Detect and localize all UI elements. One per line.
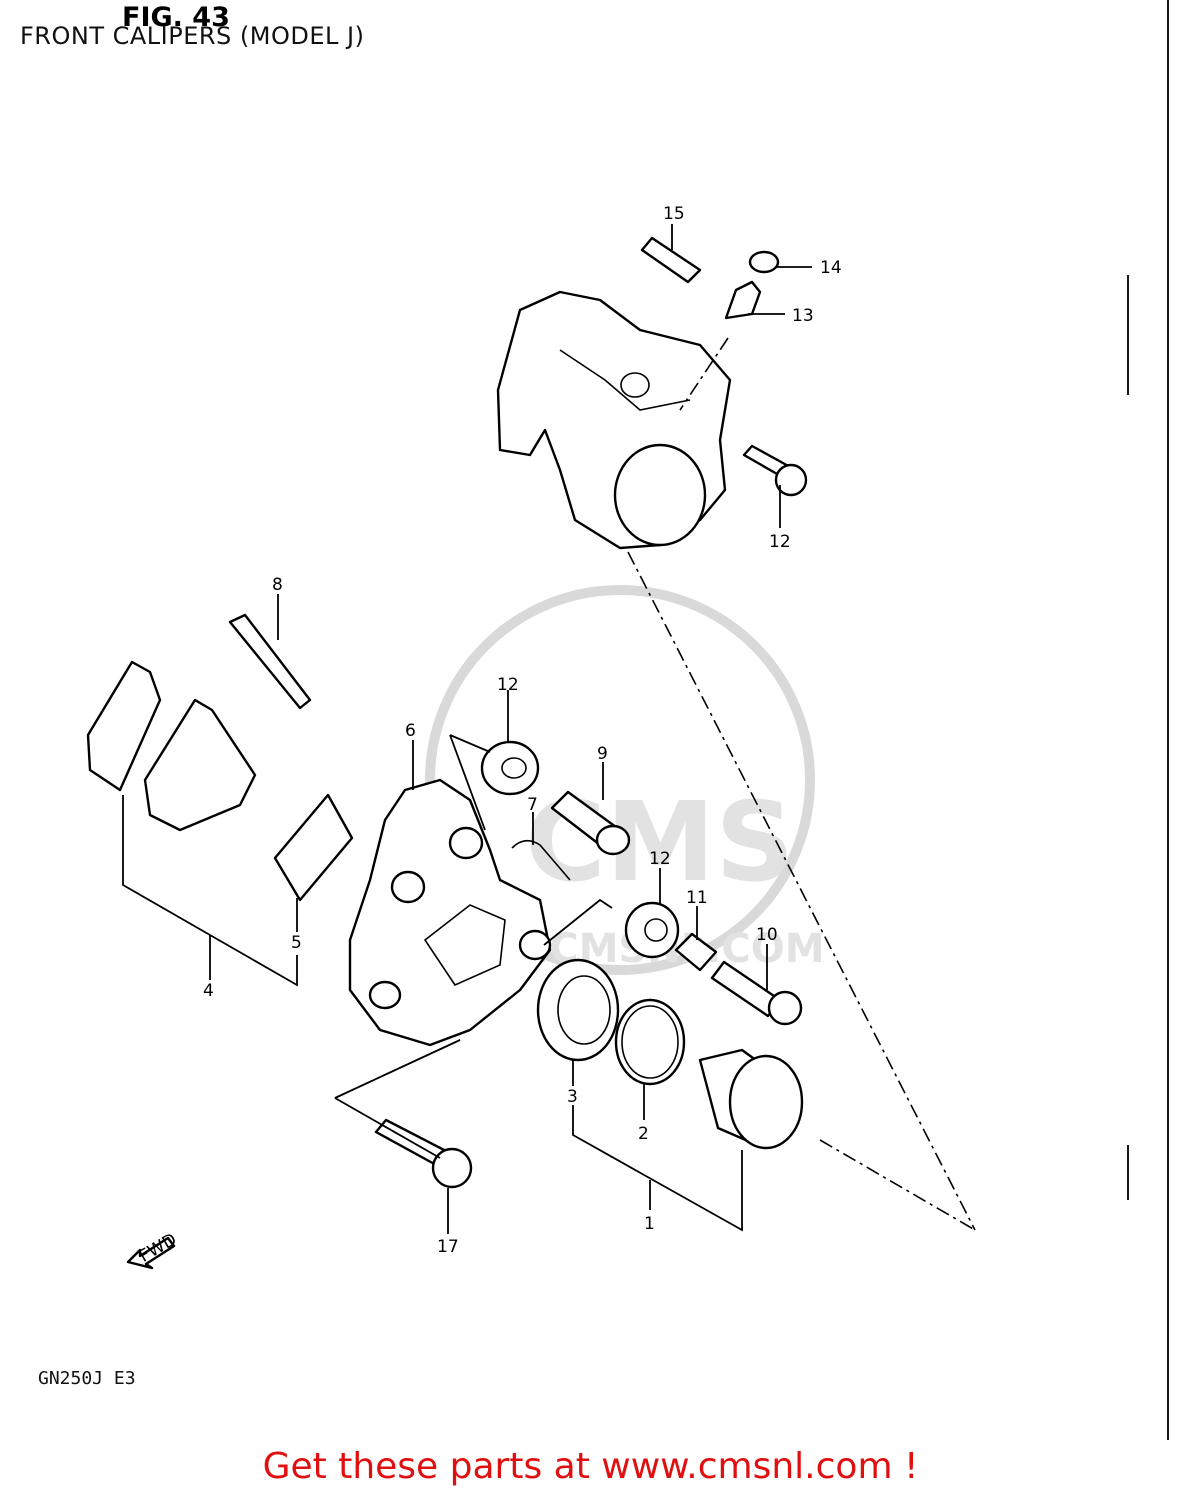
callout-7: 7 xyxy=(527,795,538,815)
caliper-body-upper xyxy=(496,290,732,550)
callout-5: 5 xyxy=(291,933,302,953)
bleeder-valve xyxy=(724,280,762,320)
callout-16: 15 xyxy=(663,204,685,224)
dust-boot-upper xyxy=(480,740,540,796)
bleeder-cap xyxy=(748,250,780,274)
dust-boot-lower xyxy=(624,901,680,959)
pad-spring-lower xyxy=(228,613,312,710)
brake-pad-outer xyxy=(86,660,162,792)
page-title: FRONT CALIPERS (MODEL J) xyxy=(20,22,365,50)
piston xyxy=(698,1048,804,1150)
slide-pin-upper xyxy=(550,790,631,856)
callout-14: 13 xyxy=(792,306,814,326)
dust-seal xyxy=(614,998,686,1086)
callout-17: 17 xyxy=(437,1237,459,1257)
callout-2: 2 xyxy=(638,1124,649,1144)
pad-shim xyxy=(273,793,354,902)
callout-8: 8 xyxy=(272,575,283,595)
callout-13: 12 xyxy=(769,532,791,552)
assembly-line xyxy=(627,551,976,1231)
assembly-line xyxy=(819,1139,976,1231)
callout-10: 10 xyxy=(756,925,778,945)
pad-spring-upper xyxy=(640,236,702,284)
callout-11: 11 xyxy=(686,888,708,908)
fwd-label: FWD xyxy=(136,1230,180,1267)
figure-label: FIG. 43 xyxy=(122,2,230,33)
caliper-bolt-upper xyxy=(742,444,808,497)
callout-9: 9 xyxy=(597,744,608,764)
callout-12b: 12 xyxy=(649,849,671,869)
callout-4: 4 xyxy=(203,981,214,1001)
piston-seal xyxy=(536,958,620,1062)
forward-arrow-icon: FWD xyxy=(126,1230,180,1270)
model-code: GN250J E3 xyxy=(38,1368,136,1389)
brake-pad-inner xyxy=(143,698,257,832)
leader-lines xyxy=(122,224,812,1234)
sleeve xyxy=(674,932,718,972)
callout-6: 6 xyxy=(405,721,416,741)
callout-1: 1 xyxy=(644,1214,655,1234)
callout-3: 3 xyxy=(567,1087,578,1107)
caliper-bracket xyxy=(348,778,552,1047)
footer-link[interactable]: Get these parts at www.cmsnl.com ! xyxy=(262,1446,919,1487)
callout-15: 14 xyxy=(820,258,842,278)
retaining-clip xyxy=(511,839,571,881)
slide-pin-lower xyxy=(710,960,803,1026)
callout-12a: 12 xyxy=(497,675,519,695)
